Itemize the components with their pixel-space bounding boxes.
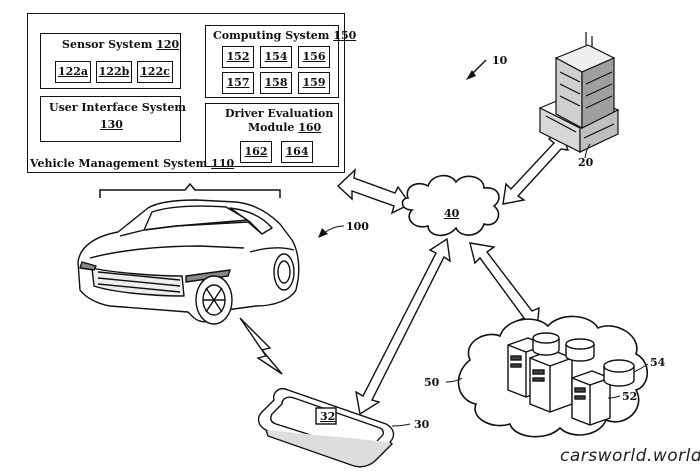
label-building-20: 20 <box>578 156 594 169</box>
sensor-cell-122b: 122b <box>96 61 132 83</box>
arrow-network-phone <box>355 237 451 416</box>
computing-cell-154: 154 <box>260 46 292 68</box>
watermark: carsworld.world <box>560 446 700 466</box>
database-cylinder-right <box>603 359 635 387</box>
server-unit-center <box>529 349 573 413</box>
driver-eval-cell-164: 164 <box>281 141 313 163</box>
sensor-cell-122c: 122c <box>137 61 173 83</box>
server-unit-right <box>571 370 611 426</box>
system-10-arrowhead <box>466 70 476 80</box>
driver-eval-cell-162: 162 <box>240 141 272 163</box>
computing-cell-158: 158 <box>260 72 292 94</box>
user-interface-system-ref: 130 <box>100 118 123 131</box>
sensor-cell-122a: 122a <box>55 61 91 83</box>
driver-evaluation-module-box <box>205 103 339 167</box>
vehicle-100-arrowhead <box>318 228 328 238</box>
database-cylinder-top-left <box>532 332 560 356</box>
computing-cell-156: 156 <box>298 46 330 68</box>
user-interface-system-title: User Interface System <box>49 101 187 114</box>
arrow-vms-network <box>336 168 412 215</box>
label-server-52: 52 <box>622 390 638 403</box>
network-cloud <box>401 174 500 237</box>
sensor-system-title: Sensor System 120 <box>62 38 180 51</box>
leader-52 <box>607 395 621 399</box>
computing-cell-157: 157 <box>222 72 254 94</box>
computing-system-title: Computing System 150 <box>213 29 357 42</box>
leader-20 <box>584 143 591 159</box>
vehicle-management-system-title: Vehicle Management System 110 <box>30 157 235 170</box>
database-cylinder-top-right <box>565 338 595 362</box>
vehicle-car <box>77 199 300 325</box>
computing-cell-152: 152 <box>222 46 254 68</box>
office-building <box>538 32 620 153</box>
label-network-40: 40 <box>444 207 460 220</box>
leader-54 <box>633 363 649 373</box>
label-phone-30: 30 <box>414 418 430 431</box>
smartphone <box>257 388 395 468</box>
computing-cell-159: 159 <box>298 72 330 94</box>
label-system-10: 10 <box>492 54 508 67</box>
label-database-54: 54 <box>650 356 666 369</box>
leader-50 <box>445 377 463 383</box>
arrow-building-network <box>502 128 570 205</box>
label-vehicle-100: 100 <box>346 220 369 233</box>
leader-30 <box>391 423 411 427</box>
vehicle-bracket <box>99 182 281 198</box>
driver-evaluation-title-line1: Driver Evaluation <box>225 107 334 120</box>
user-interface-system-box <box>40 96 181 142</box>
driver-evaluation-title-line2: Module 160 <box>248 121 322 134</box>
wireless-link-bolt <box>239 317 283 375</box>
label-server-cloud-50: 50 <box>424 376 440 389</box>
arrow-network-servers <box>469 242 540 332</box>
label-phone-screen-32: 32 <box>320 410 336 423</box>
